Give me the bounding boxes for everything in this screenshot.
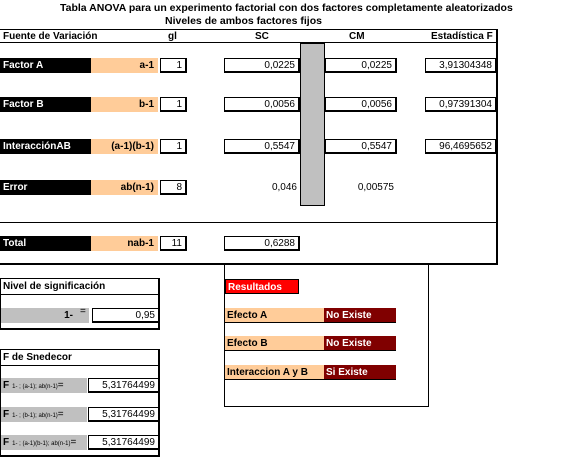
result-effect-a-label: Efecto A	[225, 308, 324, 323]
significance-label: 1-	[1, 308, 89, 323]
table-bottom-border	[0, 263, 498, 265]
result-effect-b-value: No Existe	[324, 336, 396, 351]
row-total-gl[interactable]: 11	[160, 236, 187, 251]
row-error-gl[interactable]: 8	[160, 180, 187, 195]
row-total-sc[interactable]: 0,6288	[224, 236, 300, 251]
results-title: Resultados	[225, 279, 299, 294]
separator-column	[300, 43, 325, 206]
result-effect-a-value: No Existe	[324, 308, 396, 323]
result-effect-b-label: Efecto B	[225, 336, 324, 351]
row-interaction-cm[interactable]: 0,5547	[325, 139, 397, 154]
page-subtitle: Niveles de ambos factores fijos	[165, 15, 322, 27]
row-interaction-gl[interactable]: 1	[160, 139, 187, 154]
result-interaction-label: Interaccion A y B	[225, 365, 324, 380]
snedecor-row-1-eq: =	[57, 380, 64, 391]
header-gl: gl	[168, 31, 177, 42]
row-interaction-f[interactable]: 96,4695652	[425, 139, 497, 154]
row-factor-a-gl[interactable]: 1	[160, 58, 187, 73]
row-interaction-sc[interactable]: 0,5547	[224, 139, 300, 154]
snedecor-row-2-eq: =	[57, 409, 64, 420]
header-source: Fuente de Variación	[3, 31, 98, 42]
row-error-name: Error	[0, 180, 91, 195]
snedecor-box	[0, 349, 160, 457]
header-bottom-line	[0, 42, 498, 43]
row-factor-a-name: Factor A	[0, 58, 91, 73]
snedecor-row-3-value[interactable]: 5,31764499	[88, 435, 160, 450]
row-factor-a-cm[interactable]: 0,0225	[325, 58, 397, 73]
row-total-formula: nab-1	[91, 236, 158, 251]
row-factor-a-f[interactable]: 3,91304348	[425, 58, 497, 73]
row-factor-b-cm[interactable]: 0,0056	[325, 97, 397, 112]
row-factor-b-formula: b-1	[91, 97, 158, 112]
snedecor-row-3-prefix: F	[3, 437, 10, 448]
row-error-sc[interactable]: 0,046	[271, 182, 297, 193]
row-factor-b-f[interactable]: 0,97391304	[425, 97, 497, 112]
significance-input[interactable]: 0,95	[92, 308, 160, 323]
snedecor-row-1-prefix: F	[3, 380, 10, 391]
row-total-name: Total	[0, 236, 91, 251]
snedecor-row-2-value[interactable]: 5,31764499	[88, 407, 160, 422]
significance-title-line	[0, 294, 160, 295]
row-factor-b-sc[interactable]: 0,0056	[224, 97, 300, 112]
row-factor-a-sc[interactable]: 0,0225	[224, 58, 300, 73]
page-title: Tabla ANOVA para un experimento factoria…	[60, 2, 513, 14]
row-error-cm[interactable]: 0,00575	[357, 182, 394, 193]
header-f: Estadística F	[431, 31, 493, 42]
result-interaction-value: Si Existe	[324, 365, 396, 380]
snedecor-row-3-eq: =	[70, 437, 77, 448]
significance-box	[0, 278, 160, 330]
row-error-formula: ab(n-1)	[91, 180, 158, 195]
snedecor-title: F de Snedecor	[3, 352, 72, 363]
row-interaction-name: InteracciónAB	[0, 139, 91, 154]
snedecor-row-1-sub: 1- ; (a-1); ab(n-1)	[12, 384, 58, 390]
snedecor-row-2-prefix: F	[3, 409, 10, 420]
row-interaction-formula: (a-1)(b-1)	[91, 139, 158, 154]
significance-eq: =	[80, 306, 86, 317]
header-sc: SC	[255, 31, 269, 42]
snedecor-title-line	[0, 365, 160, 366]
table-right-border	[496, 29, 498, 265]
header-top-line	[0, 29, 498, 30]
row-factor-a-formula: a-1	[91, 58, 158, 73]
results-panel	[224, 265, 429, 407]
significance-title: Nivel de significación	[3, 281, 106, 292]
snedecor-row-1-value[interactable]: 5,31764499	[88, 378, 160, 393]
row-factor-b-name: Factor B	[0, 97, 91, 112]
snedecor-row-2-sub: 1- ; (b-1); ab(n-1)	[12, 413, 58, 419]
row-factor-b-gl[interactable]: 1	[160, 97, 187, 112]
header-cm: CM	[349, 31, 365, 42]
snedecor-row-3-sub: 1- ; (a-1)(b-1); ab(n-1)	[12, 441, 71, 447]
total-separator-line	[0, 222, 498, 223]
